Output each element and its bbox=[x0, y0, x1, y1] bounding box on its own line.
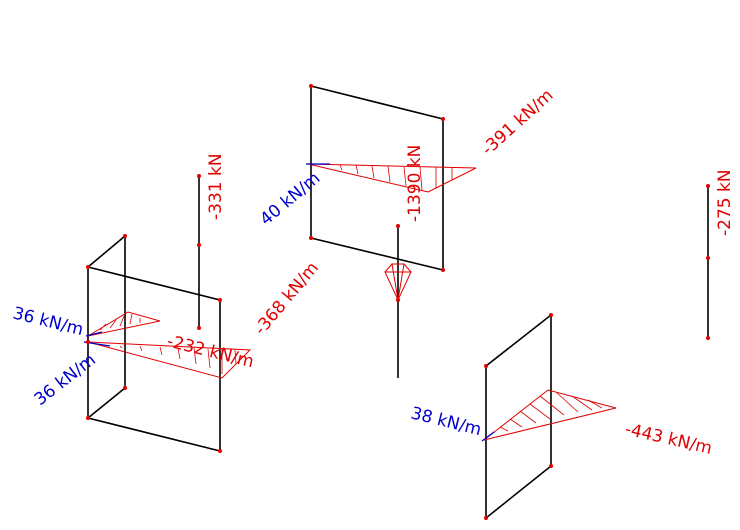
column-3 bbox=[706, 184, 710, 340]
wall3-load-diagram bbox=[481, 389, 617, 442]
column2-force-marker bbox=[384, 263, 412, 302]
wall1-nodes bbox=[86, 234, 222, 453]
wall3-tension-label: 38 kN/m bbox=[409, 403, 484, 440]
column3-force-label: -275 kN bbox=[715, 169, 735, 236]
wall3-panel bbox=[485, 313, 552, 520]
wall1-rear-panel bbox=[87, 234, 126, 419]
wall1-upper-outline bbox=[87, 311, 161, 337]
wall1-upper-load-diagram bbox=[85, 311, 161, 337]
wall-3 bbox=[481, 313, 617, 520]
wall1-compression-outer-label: -368 kN/m bbox=[251, 258, 323, 339]
column2-force-label: -1390 kN bbox=[405, 145, 425, 222]
column-2 bbox=[384, 224, 412, 378]
wall2-compression-label: -391 kN/m bbox=[478, 85, 557, 159]
wall1-upper-tension-line bbox=[85, 331, 103, 337]
column-1 bbox=[197, 174, 201, 330]
wall1-bottom-tension-label: 36 kN/m bbox=[31, 350, 100, 410]
wall1-lower-load-diagram bbox=[83, 341, 252, 379]
wall2-load-diagram bbox=[306, 163, 477, 193]
wall2-tension-label: 40 kN/m bbox=[256, 168, 324, 230]
wall1-top-tension-label: 36 kN/m bbox=[11, 303, 86, 340]
wall3-compression-label: -443 kN/m bbox=[623, 419, 714, 458]
wall-2 bbox=[306, 84, 477, 272]
column1-force-label: -331 kN bbox=[206, 153, 226, 220]
